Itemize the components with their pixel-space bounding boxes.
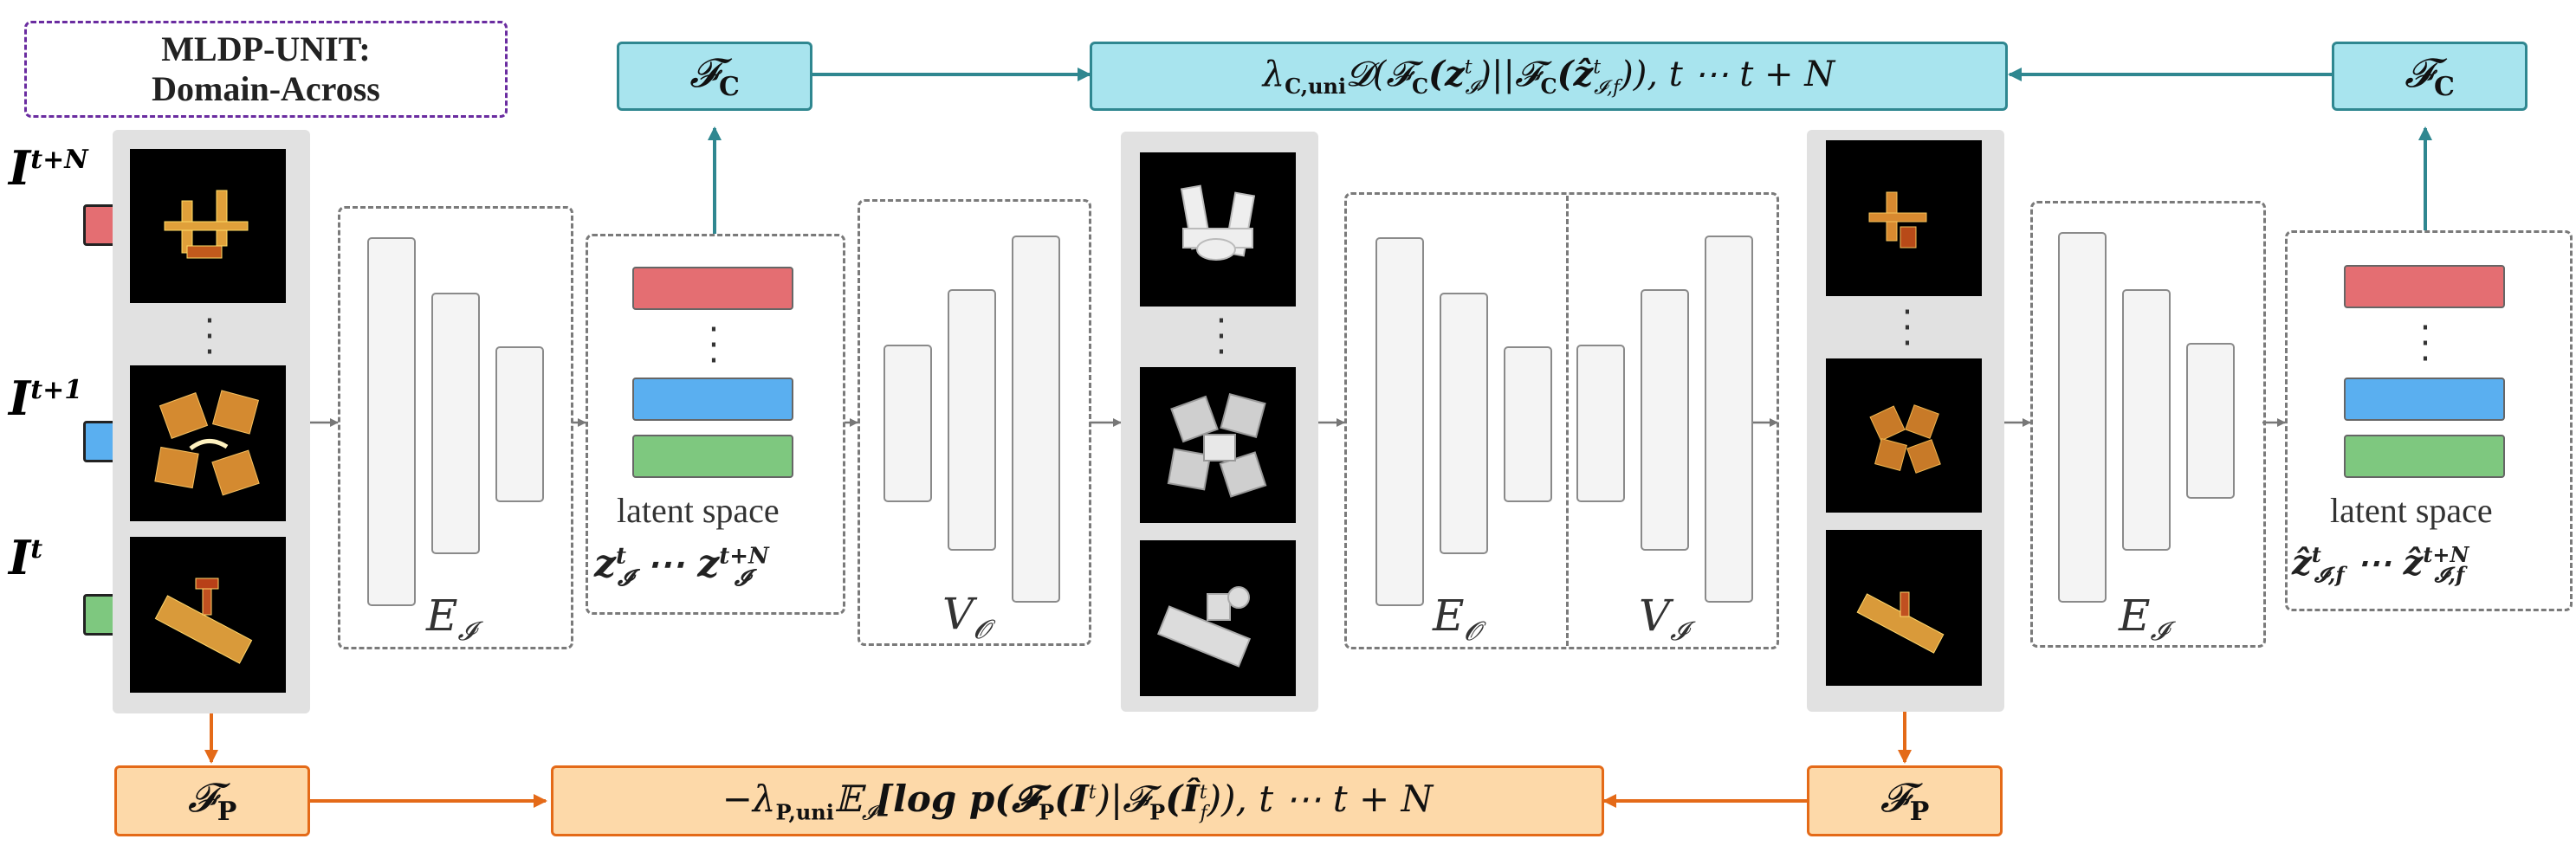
- latent-space-right: [2285, 230, 2573, 611]
- encoder-layer: [1440, 293, 1488, 554]
- latent-bar-red: [2344, 265, 2505, 308]
- encoder-e-i-left: [338, 206, 573, 649]
- latent-bar-blue: [2344, 378, 2505, 421]
- feature-extractor-c-right: 𝓕C: [2332, 42, 2527, 111]
- reconstructed-image-mid: [1140, 367, 1296, 523]
- decoder-layer: [1641, 289, 1689, 551]
- encoder-decoder-e-o-v-i: [1344, 192, 1779, 649]
- decoder-v-o: [858, 199, 1091, 646]
- latent-ellipsis: ···: [708, 310, 720, 381]
- title-box: MLDP-UNIT: Domain-Across: [24, 21, 508, 118]
- feature-extractor-c-left: 𝓕C: [617, 42, 812, 111]
- encoder-layer: [431, 293, 480, 554]
- latent-ellipsis: ···: [2419, 308, 2431, 379]
- encoder-decoder-divider: [1566, 196, 1569, 646]
- latent-bar-blue: [632, 378, 793, 421]
- input-ellipsis: ···: [204, 301, 216, 372]
- decoder-label-v-i: V𝓘: [1639, 591, 1688, 647]
- encoder-label-left: E𝓘: [426, 591, 476, 647]
- decoder-layer: [948, 289, 996, 551]
- reconstructed-ellipsis: ···: [1215, 301, 1227, 372]
- latent-sequence-right: ẑt𝓘,f ⋯ ẑt+N𝓘,f: [2292, 542, 2469, 588]
- input-image-bot: [130, 537, 286, 693]
- latent-space-left: [586, 234, 845, 615]
- decoder-layer: [1576, 345, 1625, 502]
- latent-bar-red: [632, 267, 793, 310]
- title-line-2: Domain-Across: [152, 69, 380, 108]
- encoder-layer: [2058, 232, 2107, 603]
- encoder-layer: [1375, 237, 1424, 606]
- perceptual-extractor-p-left: 𝓕P: [114, 765, 310, 836]
- title-line-1: MLDP-UNIT:: [161, 29, 371, 68]
- encoder-layer: [367, 237, 416, 606]
- translated-image-mid: [1826, 358, 1982, 513]
- reconstructed-image-top: [1140, 152, 1296, 307]
- perceptual-loss-box: −λP,uni𝔼𝓘[log p(𝓕P(It)|𝓕P(Îtf)), t ⋯ t +…: [551, 765, 1604, 836]
- encoder-label-right: E𝓘: [2119, 591, 2168, 647]
- encoder-e-i-right: [2030, 201, 2266, 648]
- input-image-mid: [130, 365, 286, 521]
- decoder-layer: [1012, 236, 1060, 603]
- input-label-mid: It+1: [9, 371, 83, 426]
- latent-sequence-left: zt𝓘 ⋯ zt+N𝓘: [594, 542, 769, 591]
- input-label-bot: It: [9, 530, 43, 585]
- encoder-layer: [2186, 343, 2235, 499]
- latent-bar-green: [632, 435, 793, 478]
- reconstructed-image-bot: [1140, 540, 1296, 696]
- translated-image-bot: [1826, 530, 1982, 686]
- encoder-layer: [1504, 346, 1552, 502]
- latent-caption-right: latent space: [2330, 491, 2493, 530]
- encoder-layer: [495, 346, 544, 502]
- perceptual-extractor-p-right: 𝓕P: [1807, 765, 2003, 836]
- input-image-top: [130, 149, 286, 303]
- latent-bar-green: [2344, 435, 2505, 478]
- decoder-layer: [883, 345, 932, 502]
- latent-caption-left: latent space: [617, 491, 780, 530]
- decoder-layer: [1705, 236, 1753, 603]
- encoder-layer: [2122, 289, 2171, 551]
- content-loss-box: λC,uni𝓓(𝓕C(zt𝓘)||𝓕C(ẑt𝓘,f)), t ⋯ t + N: [1090, 42, 2008, 111]
- input-label-top: It+N: [9, 140, 88, 196]
- translated-image-top: [1826, 140, 1982, 296]
- encoder-label-e-o: E𝓞: [1433, 591, 1481, 647]
- translated-ellipsis: ···: [1901, 293, 1913, 364]
- decoder-label-v-o: V𝓞: [942, 589, 991, 645]
